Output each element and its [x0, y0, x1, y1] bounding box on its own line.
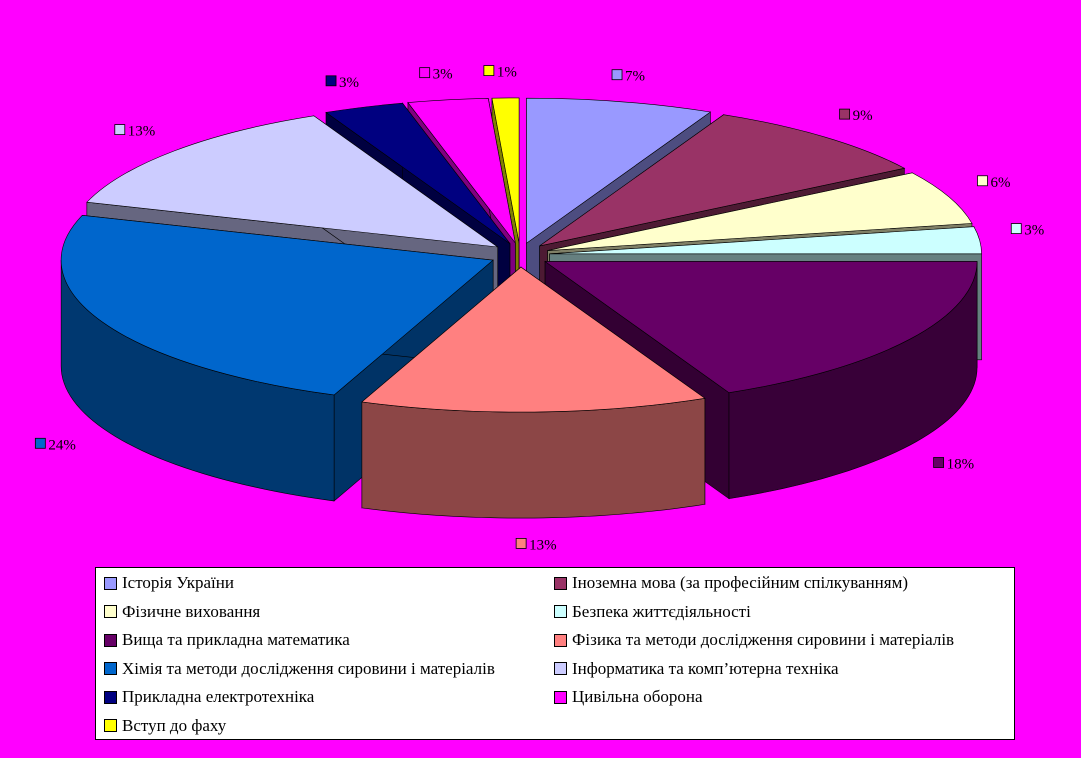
legend-item: Історія України — [104, 572, 234, 594]
data-label-4: 3% — [1010, 223, 1044, 239]
data-label-text: 9% — [853, 108, 873, 124]
pie-slice-top — [60, 215, 494, 396]
pie-slice-7 — [60, 215, 494, 502]
pie-slice-top — [547, 172, 973, 251]
data-label-text: 13% — [128, 124, 156, 140]
legend-item: Цивільна оборона — [554, 686, 703, 708]
data-label-7: 24% — [34, 437, 76, 453]
pie-chart: 7% 9% 6% 3% 18% 13% 24% 13% 3% 3% 1% — [34, 65, 1044, 553]
data-label-swatch — [515, 538, 527, 549]
legend-item: Фізичне виховання — [104, 601, 260, 623]
data-label-10: 3% — [419, 67, 453, 83]
legend-label: Фізика та методи дослідження сировини і … — [572, 630, 955, 649]
pie-slice-top — [539, 114, 906, 247]
legend-item: Вступ до фаху — [104, 715, 226, 737]
legend-item: Хімія та методи дослідження сировини і м… — [104, 658, 495, 680]
pie-slice-top — [549, 226, 982, 255]
legend-label: Вища та прикладна математика — [122, 630, 350, 649]
legend-swatch — [104, 633, 117, 647]
pie-slice-top — [325, 102, 511, 244]
legend-label: Безпека життєдіяльності — [572, 601, 751, 621]
legend-item: Вища та прикладна математика — [104, 629, 350, 651]
legend-label: Цивільна оборона — [572, 687, 703, 706]
data-label-9: 3% — [325, 75, 359, 91]
data-label-text: 3% — [1024, 223, 1044, 239]
legend-item: Інформатика та комп’ютерна техніка — [554, 658, 839, 680]
legend-swatch — [104, 605, 117, 618]
data-label-2: 9% — [839, 108, 873, 124]
data-label-text: 24% — [48, 437, 76, 453]
pie-slice-6 — [361, 266, 706, 519]
data-label-1: 7% — [611, 69, 645, 85]
legend-swatch — [104, 719, 117, 732]
legend-item: Безпека життєдіяльності — [554, 601, 751, 623]
legend-label: Хімія та методи дослідження сировини і м… — [122, 658, 495, 678]
legend-swatch — [554, 633, 567, 647]
data-label-swatch — [1010, 223, 1022, 234]
data-label-swatch — [419, 67, 431, 79]
legend-item: Іноземна мова (за професійним спілкуванн… — [554, 572, 908, 594]
data-label-swatch — [325, 75, 337, 87]
legend-swatch — [554, 690, 567, 704]
data-label-3: 6% — [977, 175, 1010, 191]
legend-swatch — [104, 576, 117, 590]
legend-label: Прикладна електротехніка — [122, 687, 315, 706]
data-label-swatch — [114, 124, 126, 136]
data-label-swatch — [977, 175, 988, 187]
legend-swatch — [554, 576, 567, 590]
legend-label: Історія України — [122, 573, 234, 592]
pie-slice-top — [544, 261, 978, 393]
data-label-8: 13% — [114, 124, 156, 140]
pie-slice-5 — [544, 260, 978, 500]
pie-slice-top — [491, 97, 520, 243]
pie-slice-side — [361, 397, 706, 519]
data-label-text: 1% — [497, 65, 517, 81]
data-label-swatch — [483, 65, 495, 76]
pie-slice-top — [86, 115, 499, 248]
data-label-11: 1% — [483, 65, 517, 81]
pie-slice-top — [361, 266, 706, 413]
legend-swatch — [104, 690, 117, 704]
data-label-text: 18% — [947, 457, 975, 473]
data-label-swatch — [34, 437, 46, 449]
legend-label: Іноземна мова (за професійним спілкуванн… — [572, 573, 908, 592]
legend-label: Вступ до фаху — [122, 715, 227, 735]
legend-swatch — [104, 662, 117, 675]
data-label-6: 13% — [515, 537, 557, 553]
data-label-text: 6% — [990, 175, 1010, 191]
pie-slice-top — [407, 98, 516, 244]
data-label-swatch — [933, 457, 944, 468]
legend-swatch — [554, 605, 567, 618]
legend-label: Фізичне виховання — [122, 601, 261, 621]
data-label-text: 3% — [339, 75, 359, 91]
data-label-swatch — [839, 108, 851, 120]
chart-legend: Історія України Іноземна мова (за професі… — [95, 567, 1015, 740]
pie-slice-top — [526, 97, 712, 244]
data-label-text: 13% — [529, 537, 557, 553]
legend-label: Інформатика та комп’ютерна техніка — [572, 658, 839, 678]
data-label-swatch — [611, 69, 623, 81]
data-label-5: 18% — [933, 457, 975, 473]
legend-item: Прикладна електротехніка — [104, 686, 314, 708]
data-label-text: 7% — [625, 69, 645, 85]
legend-item: Фізика та методи дослідження сировини і … — [554, 629, 954, 651]
data-label-text: 3% — [433, 67, 453, 83]
legend-swatch — [554, 662, 567, 675]
